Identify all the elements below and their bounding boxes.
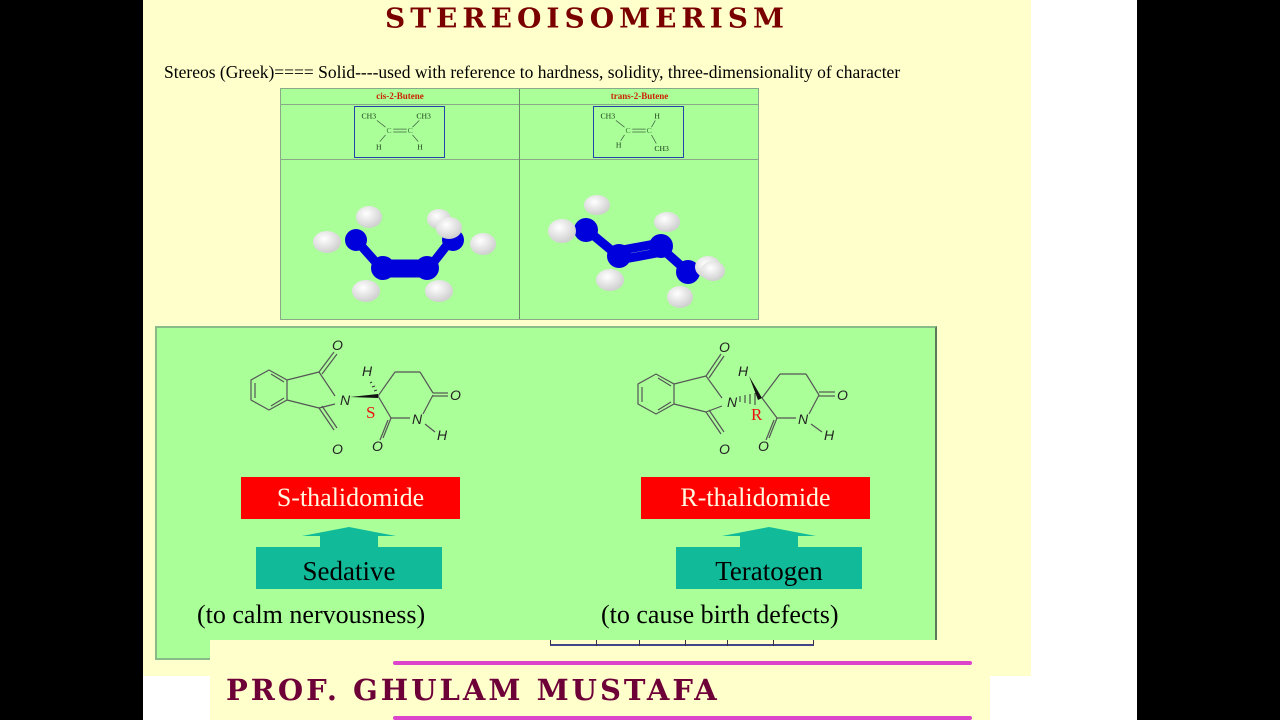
trans-butene-column: trans-2-Butene CH3 H C C H CH3: [520, 89, 759, 319]
author-name: PROF. GHULAM MUSTAFA: [226, 673, 720, 707]
sedative-label: Sedative: [302, 556, 396, 586]
hidden-nav-strip: [550, 640, 814, 646]
butene-comparison-table: cis-2-Butene CH3 CH3 C C H H: [280, 88, 759, 320]
cis-top-right: CH3: [416, 112, 431, 121]
up-arrow-icon: [256, 527, 442, 589]
trans-top-right: H: [654, 112, 660, 121]
cis-butene-3d-model: [281, 160, 519, 320]
trans-bonds: [615, 120, 657, 144]
r-amide-nitrogen: N: [798, 411, 809, 427]
slide-title: STEREOISOMERISM: [384, 2, 790, 35]
s-oxygen-bottom: O: [332, 441, 343, 457]
up-arrow-icon: [676, 527, 862, 589]
cis-butene-structural-formula: CH3 CH3 C C H H: [354, 106, 445, 158]
s-oxygen-top: O: [332, 338, 343, 353]
trans-bottom-left: H: [616, 140, 622, 149]
footer-rule-top: [393, 661, 972, 665]
trans-butene-header: trans-2-Butene: [520, 89, 759, 105]
cis-bottom-right: H: [417, 142, 423, 151]
sedative-arrow-box: Sedative: [256, 527, 442, 589]
r-thalidomide-name-box: R-thalidomide: [641, 477, 870, 519]
trans-top-left: CH3: [601, 112, 616, 121]
footer-band: [210, 640, 990, 720]
cis-bonds: [376, 120, 420, 142]
teratogen-label: Teratogen: [715, 556, 823, 586]
r-chiral-hydrogen: H: [738, 363, 749, 379]
slide-subtitle: Stereos (Greek)==== Solid----used with r…: [164, 62, 901, 82]
trans-formula-row: CH3 H C C H CH3: [520, 105, 759, 160]
teratogen-arrow-box: Teratogen: [676, 527, 862, 589]
cis-formula-row: CH3 CH3 C C H H: [281, 105, 519, 160]
cis-top-left: CH3: [362, 112, 377, 121]
cis-butene-header: cis-2-Butene: [281, 89, 519, 105]
r-oxygen-right: O: [837, 387, 848, 403]
r-thalidomide-structure: O O N H O O N H R: [632, 330, 867, 460]
s-oxygen-right: O: [450, 387, 461, 403]
teratogen-description: (to cause birth defects): [601, 600, 839, 629]
cis-bottom-left: H: [376, 142, 382, 151]
s-nitrogen-ring: N: [340, 392, 351, 408]
s-stereo-label: S: [366, 403, 375, 422]
s-chiral-hydrogen: H: [362, 363, 373, 379]
footer-rule-bottom: [393, 716, 972, 720]
r-amide-hydrogen: H: [824, 427, 835, 443]
s-oxygen-lower: O: [372, 438, 383, 454]
cis-left-carbon: C: [387, 126, 392, 135]
trans-bottom-right: CH3: [654, 144, 669, 153]
r-nitrogen-ring: N: [727, 394, 738, 410]
r-oxygen-top: O: [719, 339, 730, 355]
trans-left-carbon: C: [626, 126, 631, 135]
r-oxygen-bottom: O: [719, 441, 730, 457]
r-oxygen-lower: O: [758, 438, 769, 454]
trans-butene-structural-formula: CH3 H C C H CH3: [593, 106, 684, 158]
r-stereo-label: R: [751, 405, 763, 424]
right-margin: [1031, 0, 1137, 720]
trans-right-carbon: C: [647, 126, 652, 135]
cis-right-carbon: C: [408, 126, 413, 135]
sedative-description: (to calm nervousness): [197, 600, 426, 629]
s-amide-nitrogen: N: [412, 411, 423, 427]
s-thalidomide-structure: O O N H O O N H S: [245, 337, 480, 463]
trans-butene-3d-model: [520, 160, 759, 320]
s-amide-hydrogen: H: [437, 427, 448, 443]
s-thalidomide-name-box: S-thalidomide: [241, 477, 460, 519]
cis-butene-column: cis-2-Butene CH3 CH3 C C H H: [281, 89, 520, 319]
